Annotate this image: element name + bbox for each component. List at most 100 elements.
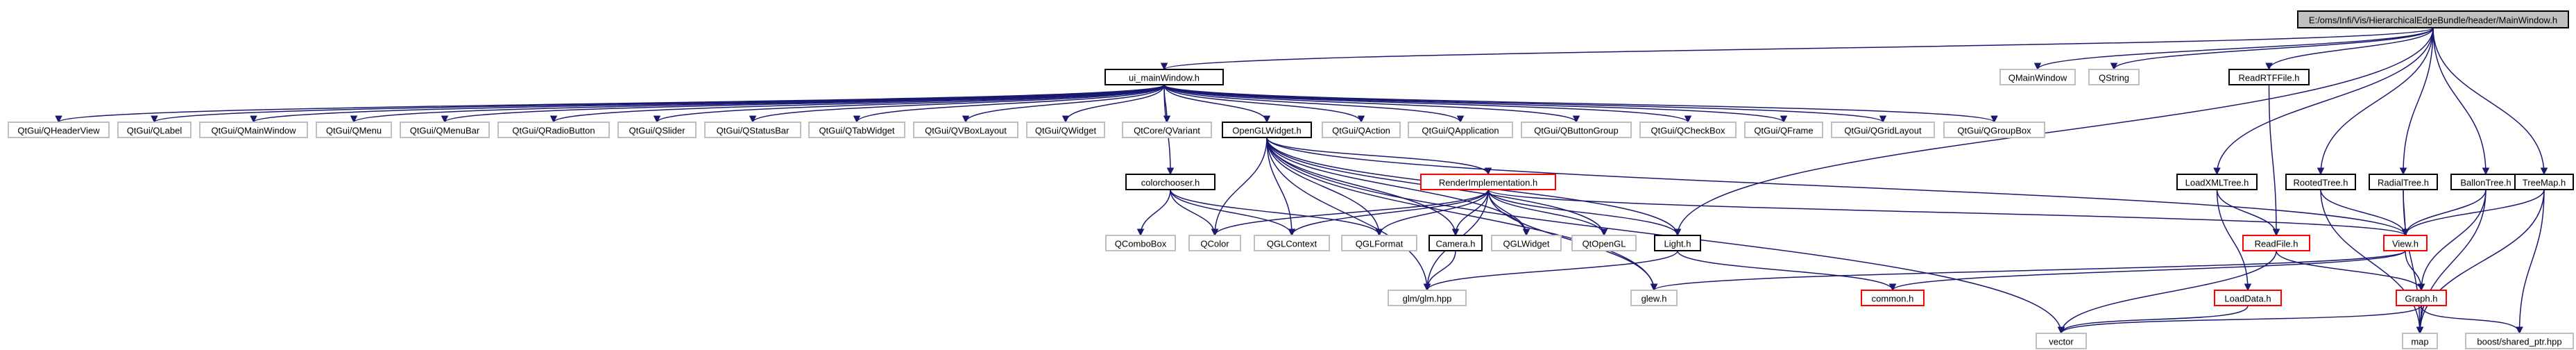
- edge-ui_main-to-q_groupbox: [1163, 84, 1998, 124]
- node-q-statusbar: QtGui/QStatusBar: [704, 122, 801, 138]
- edge-renderimpl-to-glew: [1487, 189, 1658, 292]
- node-q-groupbox: QtGui/QGroupBox: [1943, 122, 2045, 138]
- edge-root-to-treemap: [2432, 27, 2548, 176]
- edge-openglwidget-to-renderimpl: [1266, 137, 1492, 176]
- node-common[interactable]: common.h: [1861, 290, 1925, 306]
- node-colorchooser[interactable]: colorchooser.h: [1125, 174, 1216, 190]
- edge-ui_main-to-openglwidget: [1163, 84, 1271, 124]
- node-q-variant: QtCore/QVariant: [1122, 122, 1212, 138]
- node-q-widget: QtGui/QWidget: [1026, 122, 1105, 138]
- node-qglformat: QGLFormat: [1341, 235, 1417, 251]
- node-graph[interactable]: Graph.h: [2396, 290, 2447, 306]
- node-loaddata[interactable]: LoadData.h: [2214, 290, 2282, 306]
- node-label: QGLFormat: [1356, 239, 1404, 249]
- node-label: QColor: [1200, 239, 1229, 249]
- node-box: [1341, 235, 1417, 251]
- node-label: RadialTree.h: [2378, 178, 2429, 188]
- node-readrtf[interactable]: ReadRTFFile.h: [2228, 69, 2310, 85]
- node-box: [2214, 290, 2282, 306]
- node-label: QtGui/QCheckBox: [1651, 126, 1725, 136]
- node-box: [1188, 235, 1241, 251]
- node-label: QtGui/QTabWidget: [819, 126, 894, 136]
- node-label: Graph.h: [2405, 294, 2438, 304]
- node-label: QMainWindow: [2008, 73, 2067, 83]
- edge-graph-to-vector: [2057, 305, 2422, 335]
- edges-layer: [55, 27, 2548, 335]
- node-renderimpl[interactable]: RenderImplementation.h: [1420, 174, 1556, 190]
- edge-renderimpl-to-light: [1487, 189, 1682, 237]
- edge-ui_main-to-q_frame: [1163, 84, 1787, 124]
- edge-radialtree-to-map: [2403, 189, 2424, 335]
- edge-readfile-to-graph: [2276, 250, 2425, 292]
- node-box: [316, 122, 392, 138]
- node-label: QtGui/QAction: [1332, 126, 1390, 136]
- node-label: QtGui/QSlider: [629, 126, 686, 136]
- node-qopengl: QtOpenGL: [1571, 235, 1637, 251]
- node-rootedtree[interactable]: RootedTree.h: [2285, 174, 2356, 190]
- edge-openglwidget-to-qglcontext: [1266, 137, 1296, 237]
- edge-loadxmltree-to-readfile: [2216, 189, 2280, 237]
- node-label: QtGui/QVBoxLayout: [925, 126, 1007, 136]
- node-q-menu: QtGui/QMenu: [316, 122, 392, 138]
- edge-loaddata-to-vector: [2057, 305, 2249, 335]
- node-qstring: QString: [2088, 69, 2140, 85]
- node-label: Light.h: [1664, 239, 1691, 249]
- node-label: QtGui/QStatusBar: [717, 126, 790, 136]
- edge-rootedtree-to-map: [2320, 189, 2424, 335]
- edge-treemap-to-view: [2401, 189, 2545, 237]
- node-ballontree[interactable]: BallonTree.h: [2450, 174, 2521, 190]
- node-box: [2036, 333, 2087, 349]
- node-loadxmltree[interactable]: LoadXMLTree.h: [2176, 174, 2258, 190]
- edge-ui_main-to-q_application: [1163, 84, 1465, 124]
- node-box: [2242, 235, 2310, 251]
- node-q-gridlayout: QtGui/QGridLayout: [1831, 122, 1935, 138]
- node-treemap[interactable]: TreeMap.h: [2514, 174, 2574, 190]
- node-q-frame: QtGui/QFrame: [1744, 122, 1823, 138]
- edge-ballontree-to-graph: [2417, 189, 2487, 292]
- node-radialtree[interactable]: RadialTree.h: [2369, 174, 2438, 190]
- edge-view-to-glew: [1650, 250, 2406, 292]
- node-label: TreeMap.h: [2523, 178, 2566, 188]
- node-view[interactable]: View.h: [2383, 235, 2428, 251]
- node-label: common.h: [1872, 294, 1914, 304]
- edge-renderimpl-to-qopengl: [1487, 189, 1608, 237]
- edge-ui_main-to-q_vboxlayout: [962, 84, 1165, 124]
- node-label: QComboBox: [1115, 239, 1167, 249]
- edge-ui_main-to-q_action: [1163, 84, 1365, 124]
- node-q-radiobutton: QtGui/QRadioButton: [497, 122, 610, 138]
- node-qcombobox: QComboBox: [1105, 235, 1176, 251]
- node-ui-main[interactable]: ui_mainWindow.h: [1104, 69, 1224, 85]
- node-box: [1428, 235, 1483, 251]
- node-readfile[interactable]: ReadFile.h: [2242, 235, 2310, 251]
- node-box: [1521, 122, 1632, 138]
- node-box: [1408, 122, 1513, 138]
- node-camera[interactable]: Camera.h: [1428, 235, 1483, 251]
- node-boost: boost/shared_ptr.hpp: [2465, 333, 2574, 349]
- node-q-buttongroup: QtGui/QButtonGroup: [1521, 122, 1632, 138]
- node-label: QtOpenGL: [1583, 239, 1626, 249]
- node-label: ReadFile.h: [2255, 239, 2298, 249]
- node-label: Camera.h: [1435, 239, 1475, 249]
- edge-treemap-to-boost: [2516, 189, 2545, 335]
- edge-ui_main-to-q_statusbar: [749, 84, 1165, 124]
- node-label: RootedTree.h: [2293, 178, 2348, 188]
- node-label: View.h: [2392, 239, 2419, 249]
- node-qglwidget: QGLWidget: [1491, 235, 1562, 251]
- node-light[interactable]: Light.h: [1654, 235, 1701, 251]
- edge-light-to-common: [1677, 250, 1897, 292]
- node-openglwidget[interactable]: OpenGLWidget.h: [1222, 122, 1312, 138]
- edge-ui_main-to-q_radiobutton: [550, 84, 1165, 124]
- node-label: QtGui/QButtonGroup: [1534, 126, 1618, 136]
- node-box: [1491, 235, 1562, 251]
- node-box: [808, 122, 905, 138]
- edge-renderimpl-to-qglcontext: [1288, 189, 1489, 237]
- node-label: LoadXMLTree.h: [2185, 178, 2249, 188]
- node-root[interactable]: E:/oms/Infi/Vis/HierarchicalEdgeBundle/h…: [2297, 10, 2569, 28]
- edge-ui_main-to-q_mainwindow: [250, 84, 1165, 124]
- edge-renderimpl-to-qglformat: [1375, 189, 1489, 237]
- node-label: QtGui/QMenu: [326, 126, 382, 136]
- node-box: [1105, 235, 1176, 251]
- edge-ui_main-to-q_buttongroup: [1163, 84, 1580, 124]
- node-label: QtGui/QWidget: [1035, 126, 1097, 136]
- edge-root-to-qmainwindow: [2033, 27, 2434, 71]
